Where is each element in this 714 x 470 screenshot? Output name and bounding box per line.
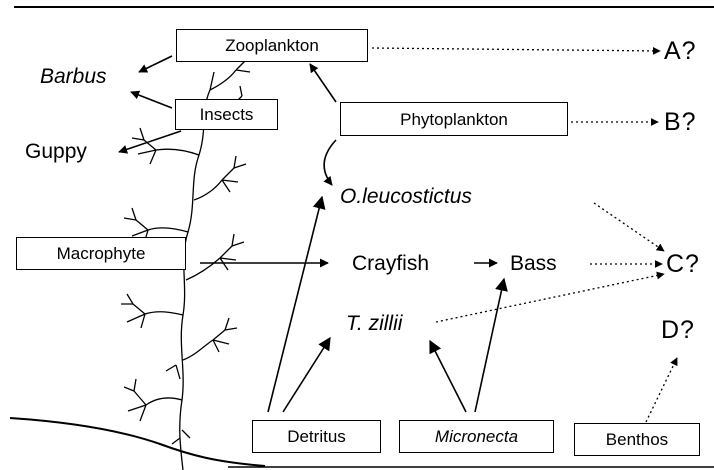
oleucostictus-label: O.leucostictus	[340, 186, 472, 207]
insects-box: Insects	[175, 99, 278, 130]
unknown-a-label: A?	[664, 39, 697, 64]
micronecta-label: Micronecta	[435, 428, 518, 445]
zooplankton-label: Zooplankton	[225, 37, 319, 54]
dotted-arrow-to-a	[372, 48, 660, 51]
barbus-label: Barbus	[40, 66, 107, 87]
detritus-box: Detritus	[252, 420, 381, 453]
dotted-arrow-benthos-to-d	[646, 358, 677, 422]
macrophyte-box: Macrophyte	[16, 237, 186, 270]
macrophyte-label: Macrophyte	[57, 245, 146, 262]
arrow-micronecta-to-bass	[475, 279, 504, 412]
detritus-label: Detritus	[287, 428, 346, 445]
shoreline	[10, 418, 265, 466]
zooplankton-box: Zooplankton	[176, 29, 368, 62]
benthos-label: Benthos	[606, 431, 668, 448]
guppy-label: Guppy	[25, 141, 87, 162]
unknown-d-label: D?	[661, 318, 695, 343]
tzillii-label: T. zillii	[346, 313, 402, 334]
benthos-box: Benthos	[574, 423, 700, 456]
phytoplankton-label: Phytoplankton	[400, 111, 508, 128]
arrow-phytoplankton-to-zooplankton	[310, 64, 336, 102]
phytoplankton-box: Phytoplankton	[340, 102, 568, 136]
arrow-insects-to-barbus	[131, 92, 172, 108]
arrow-phytoplankton-to-oleucostictus	[324, 140, 336, 185]
unknown-c-label: C?	[666, 252, 700, 277]
micronecta-box: Micronecta	[399, 420, 554, 453]
crayfish-label: Crayfish	[352, 253, 429, 274]
bass-label: Bass	[510, 253, 557, 274]
arrow-micronecta-to-tzillii	[430, 341, 466, 412]
unknown-b-label: B?	[664, 110, 697, 135]
arrow-detritus-to-oleucostictus	[268, 197, 322, 412]
arrow-zooplankton-to-barbus	[139, 56, 172, 72]
dotted-arrow-tzillii-to-c	[436, 274, 664, 322]
dotted-arrow-oleucostictus-to-c	[594, 203, 664, 251]
insects-label: Insects	[200, 106, 254, 123]
arrow-detritus-to-tzillii	[283, 338, 330, 412]
